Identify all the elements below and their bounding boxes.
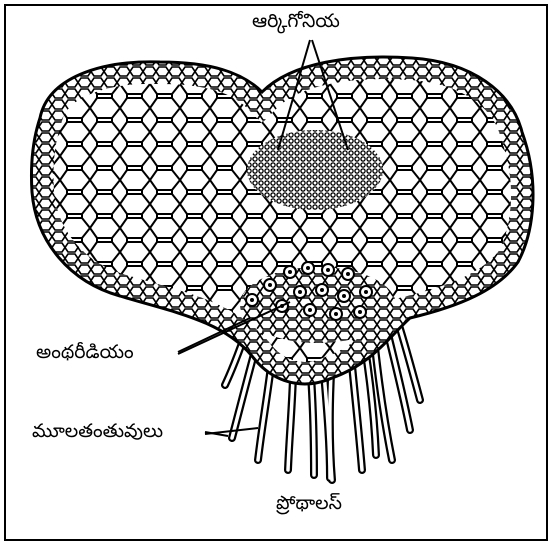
antheridia-label: అంథరీడియం — [36, 343, 134, 362]
archegonia-cluster — [247, 130, 383, 210]
antheridia-region — [240, 267, 396, 343]
prothallus-label: ప్రోథాలస్ — [276, 494, 342, 513]
rhizoids-label: మూలతంతువులు — [32, 422, 163, 441]
archegonia-label: ఆర్కిగోనియ — [252, 12, 340, 31]
